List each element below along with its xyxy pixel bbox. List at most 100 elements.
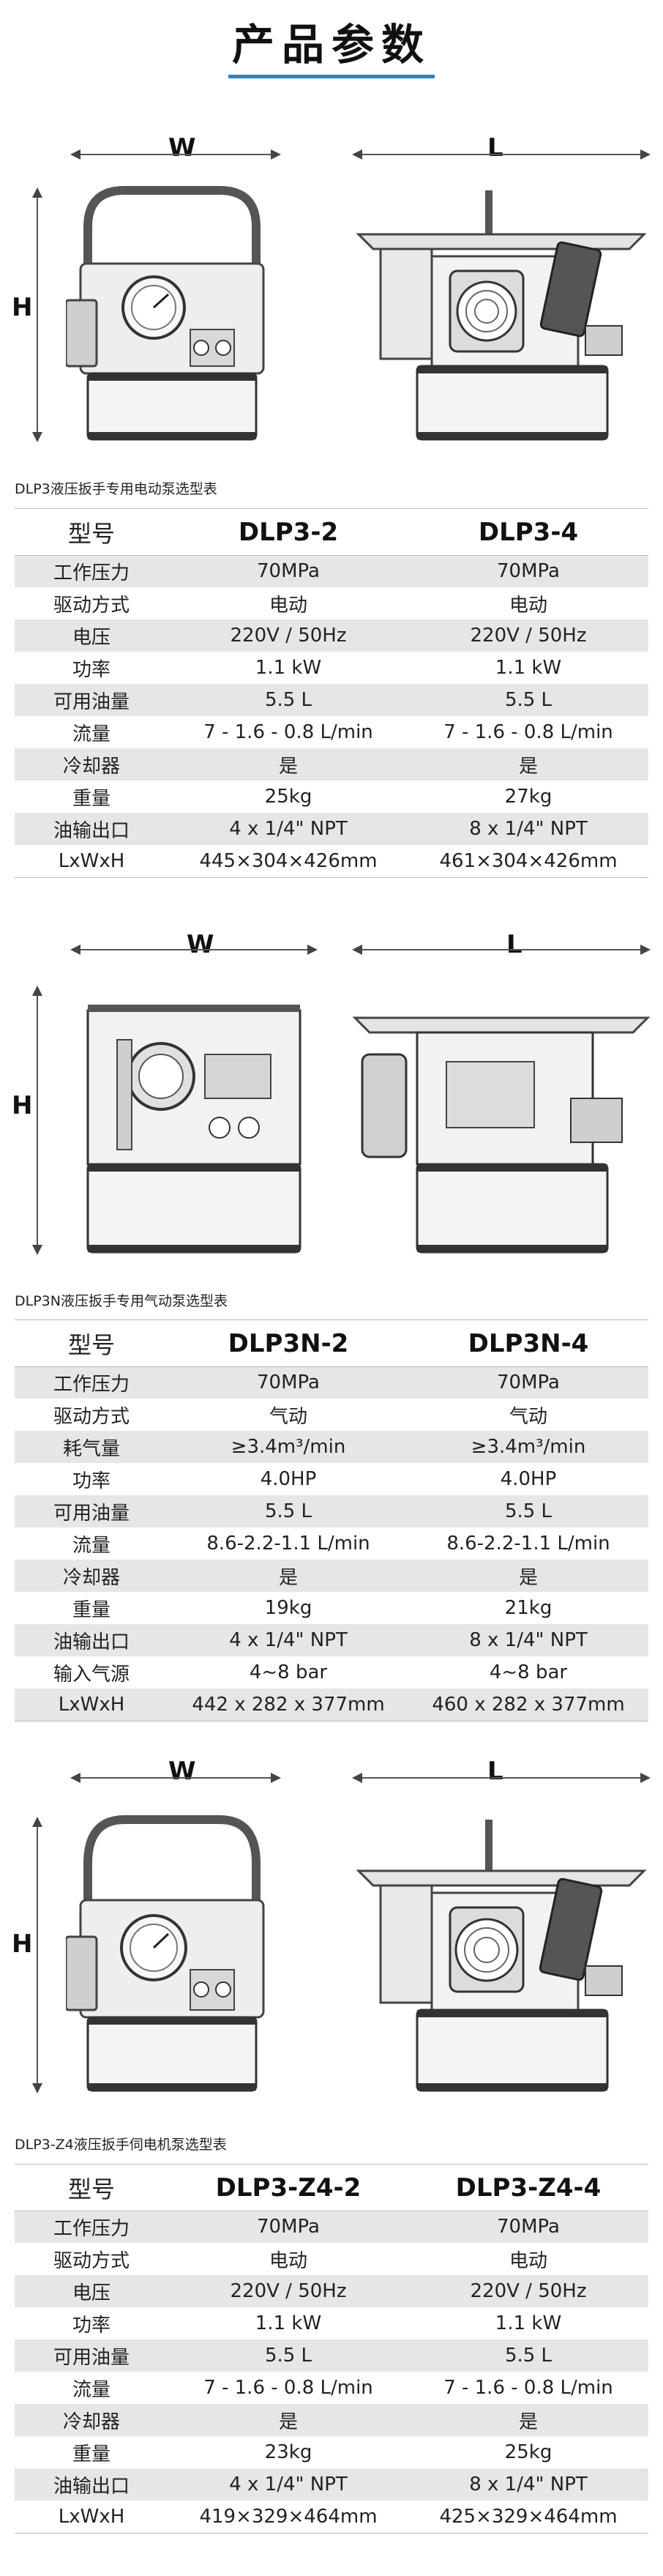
row-value: 是: [518, 1566, 538, 1589]
row-value: 70MPa: [497, 2216, 560, 2238]
row-value: 5.5 L: [504, 1500, 552, 1522]
row-value: 220V / 50Hz: [230, 625, 347, 647]
row-value: 8 x 1/4" NPT: [469, 2473, 588, 2495]
row-value: 1.1 kW: [495, 657, 562, 679]
row-value: 425×329×464mm: [439, 2505, 618, 2528]
row-value: 5.5 L: [264, 2345, 312, 2367]
row-value: 气动: [509, 1405, 547, 1428]
pump-side-view-image: [356, 1820, 647, 2092]
row-label: LxWxH: [58, 1693, 125, 1716]
row-label: 重量: [72, 787, 110, 810]
pump-front-view-image: [66, 1815, 265, 2092]
model-name: DLP3-Z4-2: [215, 2173, 362, 2203]
model-header-label: 型号: [67, 519, 115, 548]
table-header-row: 型号 DLP3-Z4-2 DLP3-Z4-4: [15, 2165, 648, 2211]
section-dlp3n: W L H: [0, 930, 663, 1735]
model-name: DLP3-2: [238, 517, 339, 547]
table-caption: DLP3-Z4液压扳手伺电机泵选型表: [15, 2137, 227, 2153]
row-label: 输入气源: [53, 1663, 130, 1686]
caption-divider: [15, 508, 648, 509]
row-value: 220V / 50Hz: [470, 2280, 587, 2302]
model-name: DLP3-4: [478, 517, 579, 547]
row-value: 442 x 282 x 377mm: [192, 1693, 385, 1716]
model-name: DLP3N-4: [468, 1328, 589, 1358]
row-value: 19kg: [264, 1597, 312, 1619]
table-row: LxWxH 442 x 282 x 377mm 460 x 282 x 377mm: [15, 1689, 648, 1721]
table-row: 油输出口 4 x 1/4" NPT 8 x 1/4" NPT: [15, 2468, 648, 2501]
row-value: 70MPa: [497, 560, 560, 583]
row-label: 油输出口: [53, 2475, 130, 2498]
table-row: 可用油量 5.5 L 5.5 L: [15, 684, 648, 716]
row-value: 419×329×464mm: [199, 2505, 378, 2528]
model-header-label: 型号: [67, 1330, 115, 1359]
table-row: 冷却器是是: [15, 1560, 648, 1592]
row-value: 70MPa: [497, 1371, 560, 1394]
row-value: 21kg: [504, 1597, 552, 1619]
caption-divider: [15, 1319, 648, 1320]
title-underline: [228, 75, 435, 78]
row-value: 是: [278, 2411, 298, 2433]
row-label: 可用油量: [53, 690, 130, 713]
length-dimension-label: L: [487, 133, 503, 163]
row-value: 460 x 282 x 377mm: [432, 1693, 625, 1716]
table-row: 冷却器是是: [15, 748, 648, 781]
row-value: 461×304×426mm: [439, 849, 618, 872]
row-label: 功率: [72, 2314, 110, 2337]
length-dimension-label: L: [506, 930, 522, 959]
row-label: 可用油量: [53, 1502, 130, 1525]
row-label: 重量: [72, 1598, 110, 1621]
row-value: 70MPa: [257, 560, 320, 583]
row-label: 功率: [72, 1470, 110, 1492]
table-row: 驱动方式电动电动: [15, 2243, 648, 2275]
row-value: 1.1 kW: [495, 2312, 562, 2334]
row-value: 220V / 50Hz: [230, 2280, 347, 2302]
row-value: 气动: [269, 1405, 307, 1428]
row-value: 5.5 L: [264, 689, 312, 711]
row-label: 工作压力: [53, 2217, 130, 2240]
row-label: LxWxH: [58, 849, 125, 872]
row-value: 5.5 L: [504, 689, 552, 711]
width-dimension-label: W: [168, 1757, 196, 1786]
row-value: 4~8 bar: [489, 1661, 568, 1683]
width-dimension-label: W: [168, 133, 196, 163]
row-label: 电压: [72, 626, 110, 649]
row-label: 流量: [72, 2378, 110, 2401]
width-dimension-label: W: [187, 930, 214, 959]
pump-front-view-image: [66, 186, 265, 441]
row-value: 70MPa: [257, 1371, 320, 1394]
row-value: 70MPa: [257, 2216, 320, 2238]
table-row: 驱动方式气动气动: [15, 1399, 648, 1431]
row-value: 是: [278, 755, 298, 778]
row-value: 4 x 1/4" NPT: [229, 1629, 348, 1651]
table-header-row: 型号 DLP3N-2 DLP3N-4: [15, 1321, 648, 1366]
row-label: 油输出口: [53, 1631, 130, 1653]
height-dimension-label: H: [12, 1929, 33, 1959]
model-header-label: 型号: [67, 2175, 115, 2203]
row-value: 电动: [509, 594, 547, 617]
row-value: 7 - 1.6 - 0.8 L/min: [203, 721, 373, 743]
table-row: 冷却器是是: [15, 2404, 648, 2436]
row-label: 冷却器: [62, 1566, 120, 1589]
table-row: 耗气量≥3.4m³/min≥3.4m³/min: [15, 1431, 648, 1463]
row-value: 7 - 1.6 - 0.8 L/min: [443, 721, 613, 743]
row-value: 8.6-2.2-1.1 L/min: [446, 1533, 610, 1555]
row-value: 4 x 1/4" NPT: [229, 2473, 348, 2495]
model-name: DLP3N-2: [228, 1328, 349, 1358]
row-value: 25kg: [504, 2441, 552, 2463]
table-row: 工作压力 70MPa 70MPa: [15, 2211, 648, 2243]
